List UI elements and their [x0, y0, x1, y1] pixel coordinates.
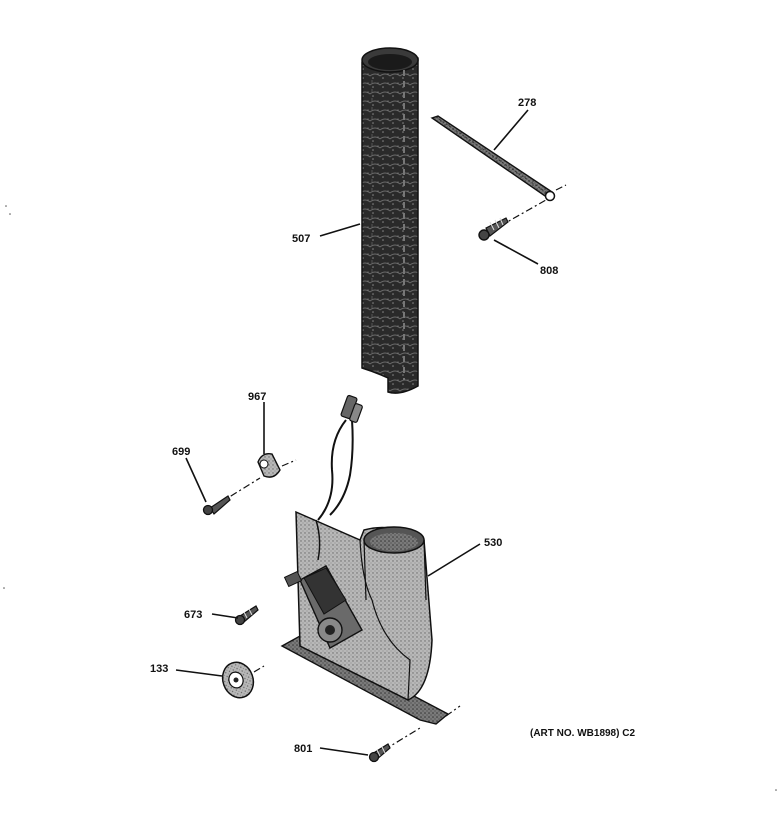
- wire-clip-part: [257, 452, 297, 478]
- leader-801: [319, 747, 369, 756]
- scan-speck: [9, 213, 11, 215]
- leader-673: [211, 613, 239, 619]
- part-label-801: 801: [294, 743, 312, 755]
- fan-assembly-part: [280, 510, 461, 725]
- leader-699: [185, 457, 207, 503]
- wire-harness: [317, 394, 363, 521]
- part-label-967: 967: [248, 391, 266, 403]
- duct-part: [361, 47, 419, 394]
- part-label-673: 673: [184, 609, 202, 621]
- leader-133: [175, 669, 223, 677]
- part-label-699: 699: [172, 446, 190, 458]
- scan-speck: [5, 205, 7, 207]
- leader-808: [493, 239, 539, 265]
- part-label-507: 507: [292, 233, 310, 245]
- part-label-133: 133: [150, 663, 168, 675]
- part-label-530: 530: [484, 537, 502, 549]
- motor-screw-part: [234, 605, 259, 626]
- base-screw-part: [368, 727, 421, 763]
- scan-speck: [3, 587, 5, 589]
- fan-hub-part: [221, 661, 265, 699]
- leader-507: [319, 223, 361, 237]
- scan-speck: [775, 789, 777, 791]
- part-label-808: 808: [540, 265, 558, 277]
- strap-screw-part: [478, 199, 547, 241]
- leader-278: [493, 109, 529, 151]
- art-number: (ART NO. WB1898) C2: [530, 728, 635, 739]
- strap-part: [430, 115, 567, 202]
- clip-screw-part: [202, 477, 261, 516]
- leader-530: [427, 543, 481, 577]
- part-label-278: 278: [518, 97, 536, 109]
